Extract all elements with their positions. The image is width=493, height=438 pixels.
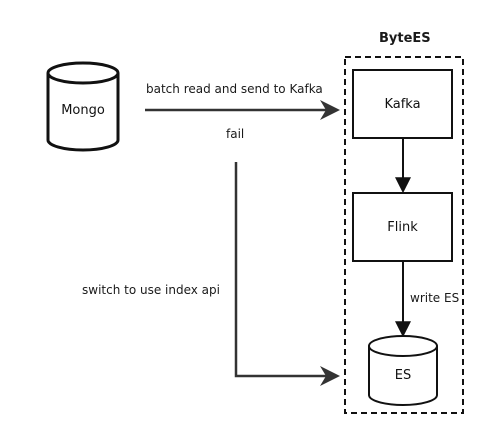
flink-node: Flink	[352, 192, 453, 262]
edge-label-flink-to-es: write ES	[410, 291, 460, 305]
es-node-label: ES	[394, 368, 412, 383]
es-cylinder	[368, 335, 438, 406]
byte-es-group-border	[344, 56, 464, 414]
mongo-node-label: Mongo	[61, 103, 105, 118]
mongo-cylinder	[46, 61, 120, 152]
edge-label-mongo-to-kafka: batch read and send to Kafka	[146, 82, 323, 96]
flink-node-label: Flink	[387, 219, 418, 235]
byte-es-group-title: ByteES	[377, 31, 433, 46]
edge-label-switch: switch to use index api	[82, 283, 220, 297]
kafka-node-label: Kafka	[384, 96, 421, 112]
edge-fail-fallback	[234, 162, 340, 386]
kafka-node: Kafka	[352, 69, 453, 139]
edge-label-fail: fail	[226, 127, 245, 141]
